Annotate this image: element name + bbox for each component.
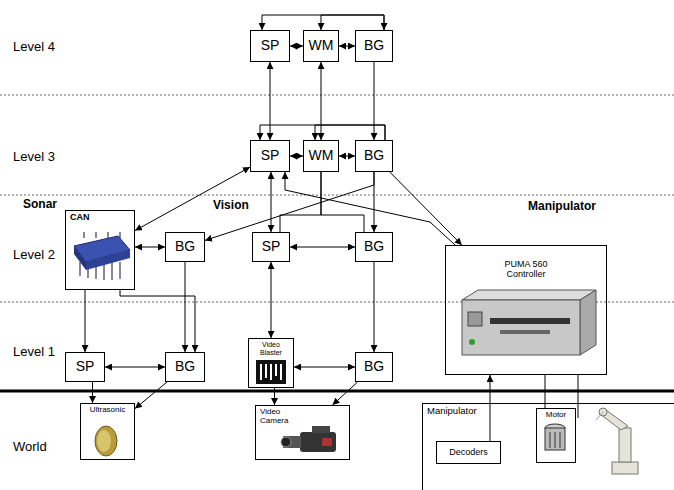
section-label: Vision xyxy=(212,199,250,212)
world-boundary xyxy=(0,390,674,393)
manipulator-region: ManipulatorDecoders Motor xyxy=(422,403,674,490)
node-text: BG xyxy=(364,148,384,163)
connector xyxy=(271,262,272,338)
node-text: Video Camera xyxy=(260,408,300,426)
wm-box: WM xyxy=(303,30,339,62)
node-text: Video Blaster xyxy=(252,341,290,356)
connector xyxy=(333,382,358,405)
connector xyxy=(321,62,322,140)
connector xyxy=(321,15,384,30)
controller-box: PUMA 560 Controller xyxy=(445,245,607,375)
connector xyxy=(390,172,462,245)
connector xyxy=(339,46,355,47)
bg-box: BG xyxy=(355,232,393,262)
connector xyxy=(290,156,303,157)
level-separators xyxy=(0,95,674,302)
section-label: Manipulator xyxy=(527,200,597,213)
level-label: Level 3 xyxy=(12,150,56,164)
motor-icon xyxy=(545,424,565,450)
node-text: BG xyxy=(175,239,195,254)
ultrasonic-sensor-icon xyxy=(95,426,117,456)
bg-box: BG xyxy=(165,232,205,262)
video-card-icon xyxy=(256,360,286,384)
node-text: BG xyxy=(364,239,384,254)
sp-box: SP xyxy=(250,30,290,62)
motor-box: Motor xyxy=(536,408,576,463)
node-text: CAN xyxy=(70,213,90,223)
connector xyxy=(290,247,355,248)
connector xyxy=(92,382,93,403)
video-card-box: Video Blaster xyxy=(248,338,294,388)
robot-arm-figure xyxy=(596,408,638,474)
sp-box: SP xyxy=(250,140,290,172)
sensor-box: Ultrasonic xyxy=(80,403,135,460)
connector xyxy=(280,172,321,232)
node-text: Ultrasonic xyxy=(90,406,126,415)
connector xyxy=(315,125,385,140)
bg-box: BG xyxy=(355,352,393,382)
node-text: SP xyxy=(261,38,280,53)
connector xyxy=(271,172,272,232)
sp-box: SP xyxy=(65,352,105,382)
connector xyxy=(135,382,167,409)
decoder-box: Decoders xyxy=(436,441,501,464)
connector xyxy=(274,388,275,405)
connector xyxy=(374,262,375,352)
connector xyxy=(270,62,271,140)
camera-box: Video Camera xyxy=(255,405,350,460)
sp-box: SP xyxy=(252,232,290,262)
connector xyxy=(339,156,355,157)
node-text: Decoders xyxy=(449,448,488,458)
can-chip xyxy=(74,232,130,280)
connector xyxy=(374,172,375,232)
bg-box: BG xyxy=(355,30,393,62)
connector xyxy=(294,367,355,368)
node-text: WM xyxy=(309,148,334,163)
node-text: BG xyxy=(364,38,384,53)
node-text: Motor xyxy=(546,411,566,420)
connector xyxy=(262,15,384,30)
connector xyxy=(490,375,491,441)
bg-box: BG xyxy=(165,352,205,382)
bg-box: BG xyxy=(355,140,393,172)
connector xyxy=(105,367,165,368)
connector xyxy=(374,62,375,140)
node-text: BG xyxy=(364,359,384,374)
node-text: WM xyxy=(309,38,334,53)
controller-device xyxy=(462,290,596,355)
connector xyxy=(321,172,364,232)
level-label: World xyxy=(12,440,48,454)
section-label: Sonar xyxy=(22,198,58,211)
node-text: SP xyxy=(261,148,280,163)
wm-box: WM xyxy=(303,140,339,172)
connector xyxy=(135,167,250,231)
connector xyxy=(185,262,186,352)
node-text: SP xyxy=(262,239,281,254)
node-text: SP xyxy=(76,359,95,374)
connector xyxy=(205,172,374,240)
connector xyxy=(135,247,165,248)
connector xyxy=(290,46,303,47)
connector xyxy=(85,290,86,352)
camera-icon xyxy=(281,426,336,452)
node-text: Manipulator xyxy=(427,406,477,416)
level-label: Level 1 xyxy=(12,345,56,359)
level-label: Level 2 xyxy=(12,248,56,262)
controller-wire xyxy=(578,375,579,418)
can-interface: CAN xyxy=(65,210,135,290)
connector xyxy=(260,125,385,140)
connector xyxy=(120,290,195,352)
node-text: PUMA 560 Controller xyxy=(491,260,561,280)
level-label: Level 4 xyxy=(12,40,56,54)
node-text: BG xyxy=(175,359,195,374)
